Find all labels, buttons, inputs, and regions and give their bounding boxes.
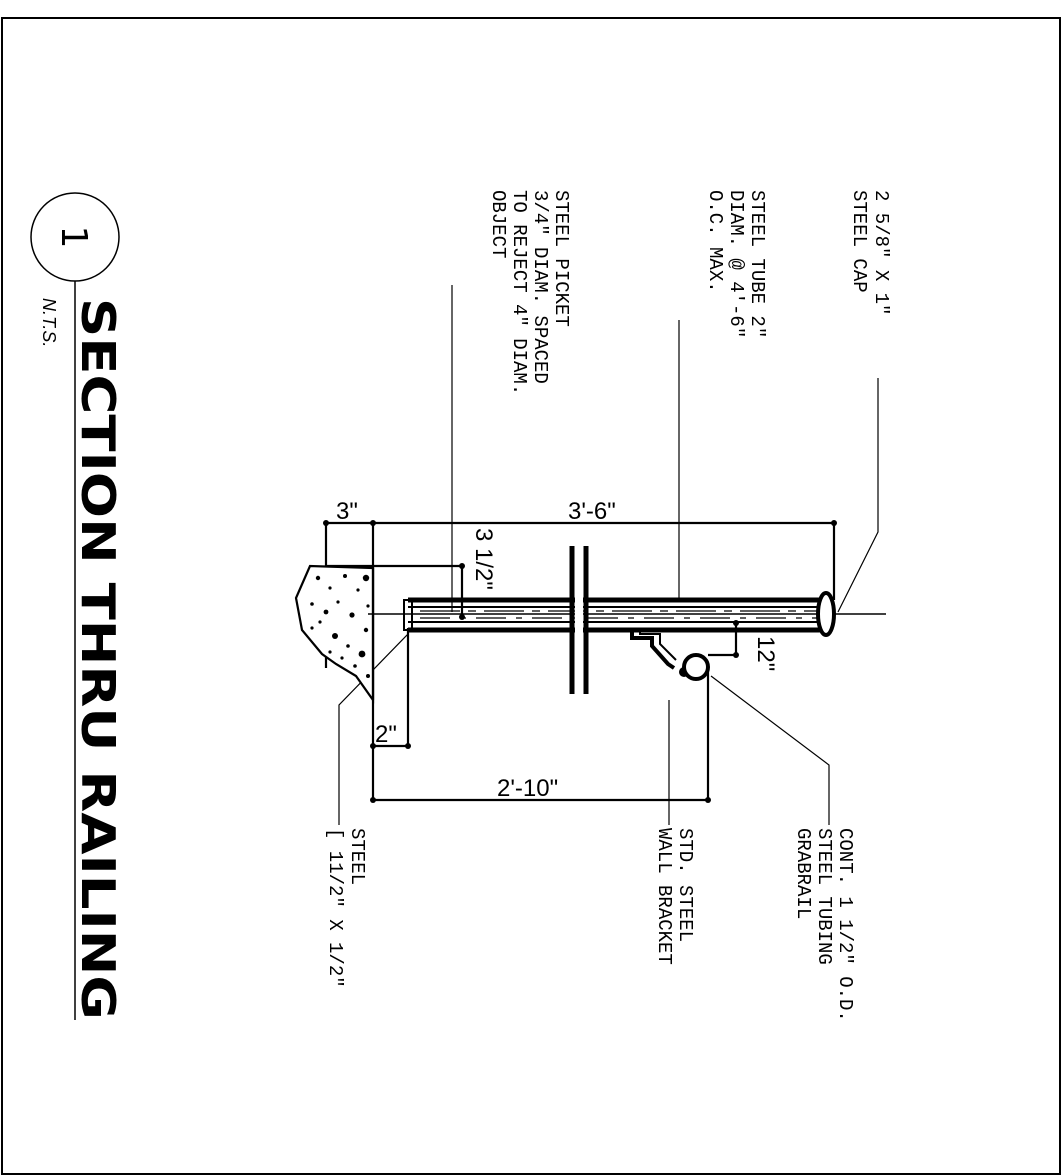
dim-picket-embed: 3 1/2" <box>470 528 497 590</box>
callout-tube-line-3: O.C. MAX. <box>704 190 726 293</box>
callout-tube-line-1: STEEL TUBE 2" <box>746 190 768 338</box>
callout-grabrail-line-3: GRABRAIL <box>792 828 814 919</box>
callout-grabrail-line-2: STEEL TUBING <box>813 828 835 965</box>
sheet-border <box>1 17 1061 1175</box>
dim-tick <box>323 520 329 526</box>
callout-tube: STEEL TUBE 2" DIAM. @ 4'-6" O.C. MAX. <box>704 190 768 338</box>
dim-tick <box>405 743 411 749</box>
concrete-curb <box>294 564 375 704</box>
callout-bracket-line-1: STD. STEEL <box>674 828 696 942</box>
title-block: 1 SECTION THRU RAILING N.T.S. <box>30 192 125 1020</box>
callout-picket-line-3: TO REJECT 4" DIAM. <box>508 190 530 395</box>
dim-tick <box>733 652 739 658</box>
callout-bracket-line-2: WALL BRACKET <box>653 828 675 965</box>
dim-curb: 3" <box>336 498 358 525</box>
callout-bracket: STD. STEEL WALL BRACKET <box>653 828 696 965</box>
dim-tick <box>459 563 465 569</box>
dim-tick <box>705 797 711 803</box>
dim-overall-height: 3'-6" <box>568 498 616 525</box>
callout-tube-line-2: DIAM. @ 4'-6" <box>725 190 747 338</box>
dim-tick <box>370 743 376 749</box>
dim-base-offset: 2" <box>375 721 397 748</box>
dim-tick <box>831 520 837 526</box>
leader-channel <box>338 633 409 825</box>
scale-note: N.T.S. <box>39 298 59 347</box>
wall-bracket-inner <box>639 630 677 661</box>
dimension-text: 3'-6" 3" 3 1/2" 12" 2" 2'-10" <box>336 498 779 802</box>
wall-bracket <box>630 630 676 670</box>
callout-picket-line-2: 3/4" DIAM. SPACED <box>529 190 551 384</box>
leader-grabrail <box>710 675 830 825</box>
curb-outline <box>294 564 375 704</box>
steel-cap <box>816 591 836 637</box>
callout-picket: STEEL PICKET 3/4" DIAM. SPACED TO REJECT… <box>487 190 572 395</box>
steel-channel <box>403 599 413 631</box>
railing-assembly <box>368 546 886 694</box>
callout-channel: STEEL [ 11/2" X 1/2" <box>324 828 368 988</box>
callout-grabrail: CONT. 1 1/2" O.D. STEEL TUBING GRABRAIL <box>792 828 856 1022</box>
callout-picket-line-4: OBJECT <box>487 190 509 258</box>
dim-grabrail-height: 2'-10" <box>497 775 558 802</box>
callout-picket-line-1: STEEL PICKET <box>550 190 572 327</box>
grabrail-tube <box>682 653 710 681</box>
dim-tick <box>459 614 465 620</box>
concrete-hatch <box>310 574 370 678</box>
detail-number: 1 <box>53 226 94 249</box>
callout-cap-line-1: 2 5/8" X 1" <box>870 190 892 315</box>
callout-channel-line-2: [ 11/2" X 1/2" <box>324 828 346 988</box>
callout-cap: 2 5/8" X 1" STEEL CAP <box>848 190 892 315</box>
dim-tick <box>370 520 376 526</box>
callout-cap-line-2: STEEL CAP <box>848 190 870 293</box>
leader-lines <box>338 285 879 825</box>
drawing-title: SECTION THRU RAILING <box>71 298 125 1020</box>
dim-grabrail-offset: 12" <box>752 636 779 671</box>
callout-channel-line-1: STEEL <box>346 828 368 885</box>
leader-cap <box>837 378 879 613</box>
grabrail-assembly <box>630 630 710 681</box>
callout-grabrail-line-1: CONT. 1 1/2" O.D. <box>834 828 856 1022</box>
dim-tick <box>370 797 376 803</box>
break-gap <box>575 596 583 634</box>
